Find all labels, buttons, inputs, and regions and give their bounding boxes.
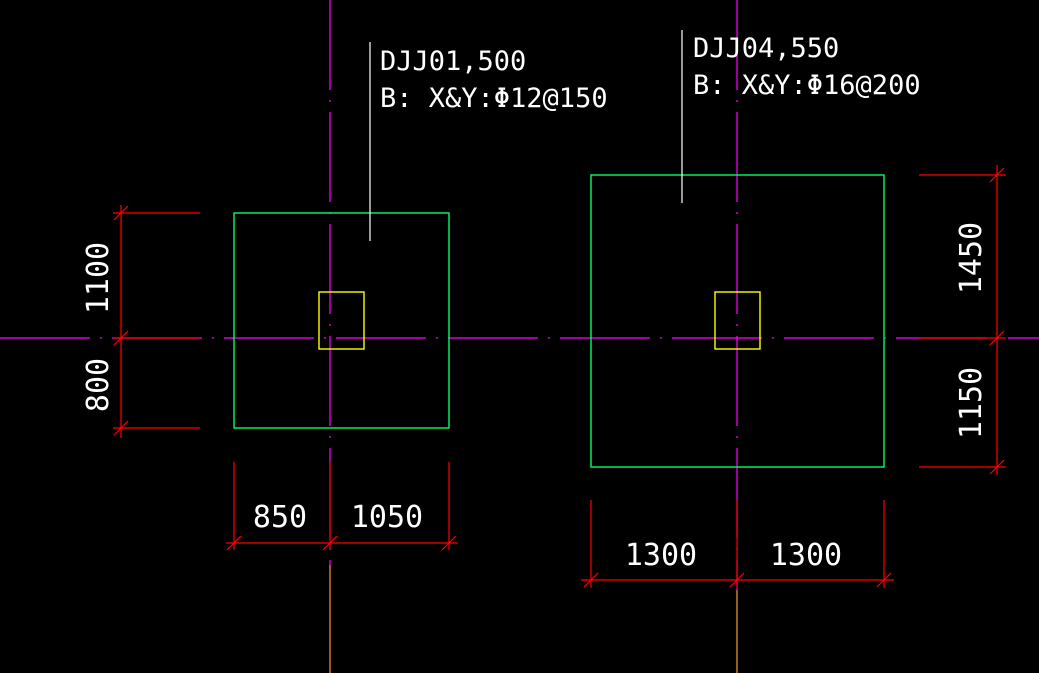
dim-text-left: 1300 (625, 538, 697, 573)
dim-text-top: 1450 (954, 222, 989, 294)
column-outline[interactable] (714, 291, 761, 350)
horizontal-dimension (581, 500, 894, 588)
footing-label-rebar: B: X&Y:Φ12@150 (380, 83, 608, 114)
horizontal-dimension (226, 462, 458, 551)
vertical-dimension (919, 165, 1006, 475)
dim-text-left: 850 (253, 500, 307, 535)
column-outline[interactable] (318, 291, 365, 350)
footing-djj01[interactable]: DJJ01,500 B: X&Y:Φ12@150 1100 800 850 10… (81, 42, 608, 551)
dim-text-right: 1300 (770, 538, 842, 573)
footing-djj04[interactable]: DJJ04,550 B: X&Y:Φ16@200 1450 1150 1300 … (581, 30, 1006, 588)
vertical-dimension (113, 205, 200, 438)
dim-text-bottom: 800 (81, 358, 116, 412)
dim-text-bottom: 1150 (954, 367, 989, 439)
dim-text-top: 1100 (81, 242, 116, 314)
footing-outline[interactable] (590, 174, 885, 468)
footing-label-name: DJJ04,550 (693, 33, 839, 64)
dim-text-right: 1050 (351, 500, 423, 535)
footing-outline[interactable] (233, 212, 450, 429)
footing-label-name: DJJ01,500 (380, 46, 526, 77)
footing-label-rebar: B: X&Y:Φ16@200 (693, 70, 921, 101)
